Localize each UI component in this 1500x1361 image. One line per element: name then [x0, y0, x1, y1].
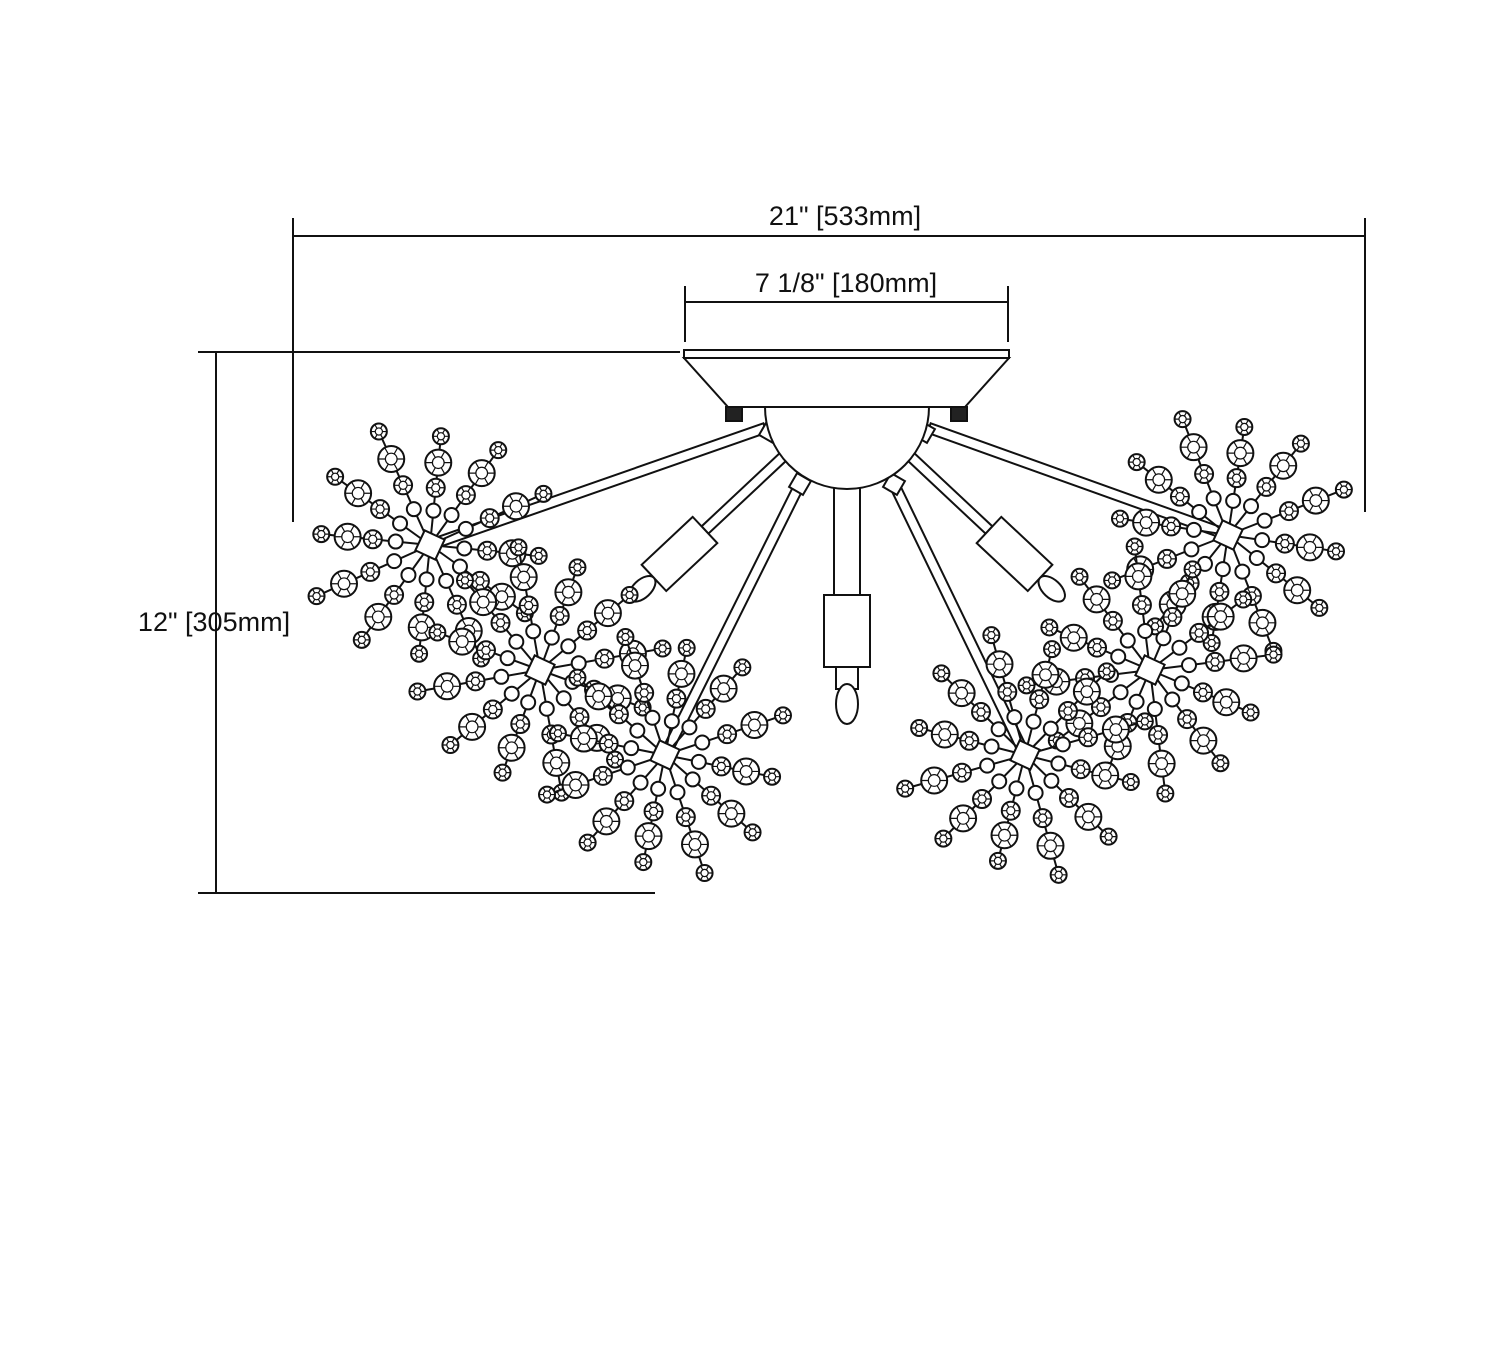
canopy-width-dimension [684, 286, 1009, 342]
socket-arm-right [904, 449, 1066, 603]
center-hub [763, 406, 931, 490]
crystal-cluster-bottom-right [896, 626, 1154, 884]
canopy-width-label: 7 1/8" [180mm] [755, 268, 937, 298]
overall-width-label: 21" [533mm] [769, 201, 921, 231]
overall-height-dimension [198, 351, 680, 894]
canopy [681, 349, 1012, 422]
crystal-cluster-bottom-left [538, 628, 792, 882]
overall-width-dimension [292, 218, 1366, 522]
socket-center [823, 479, 871, 725]
overall-height-label: 12" [305mm] [138, 607, 290, 637]
crystal-clusters [307, 410, 1353, 884]
